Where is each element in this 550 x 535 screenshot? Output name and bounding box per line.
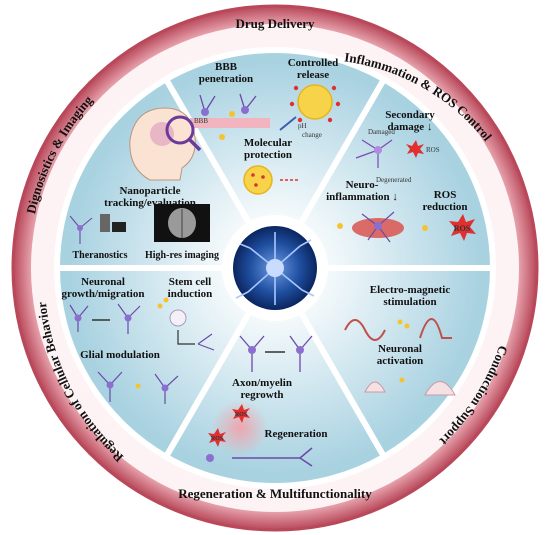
microglia-cell [374,222,382,230]
regen-ros-burst-1 [232,404,250,423]
bbb-tag: BBB [194,117,208,125]
bbb-label-2: penetration [199,73,253,85]
secondary-label-1: Secondary [385,109,435,121]
ph-label-2: change [302,131,322,139]
conduct-np-1 [397,319,403,325]
neuro-label-1: Neuro- [346,179,379,191]
stem-np-2 [163,297,169,303]
axon-label-1: Axon/myelin [232,377,292,389]
imaging-panel: Nanoparticle tracking/evaluation Therano… [69,107,219,261]
theranostics-cell [77,225,83,231]
inflammation-panel: Secondary damage ↓ Damaged ROS Degenerat… [326,109,476,243]
stem-label-2: induction [168,288,213,300]
theranostics-monitor [112,222,126,232]
ph-label-1: pH [298,122,307,130]
drug-delivery-panel: BBB penetration BBB Controlled release p… [190,57,341,195]
center-neuron-soma [266,259,284,277]
controlled-label-1: Controlled [288,57,339,69]
stem-np-1 [157,303,163,309]
molecular-label-2: protection [244,149,292,161]
glial-cell-2 [161,384,169,392]
theranostics-label: Theranostics [73,250,128,261]
regeneration-label: Regeneration [265,428,328,440]
controlled-release-particle [297,84,333,120]
ros-small-burst [406,140,424,158]
ros-small-label: ROS [426,146,440,154]
ros-burst-label: ROS [454,224,471,233]
ph-arrow [279,116,297,131]
migration-neurons-icon [69,303,141,334]
microglia-icon [361,211,395,243]
bbb-cell-1 [201,108,209,116]
regrowth-cell-2 [296,346,304,354]
activation-label-1: Neuronal [378,343,422,355]
bbb-label-1: BBB [215,61,238,73]
magnifier-icon [165,115,195,145]
induced-neuron-icon [197,333,215,351]
bbb-neurons-icon [199,93,257,113]
ring-label-drug-delivery: Drug Delivery [235,16,315,31]
highres-label: High-res imaging [145,250,219,261]
magnifier-handle [187,137,202,152]
growth-label-1: Neuronal [81,276,125,288]
electro-label-2: stimulation [383,296,436,308]
degenerated-label: Degenerated [376,176,412,184]
damaged-neuron-icon [355,139,393,168]
release-dots [289,85,341,123]
bbb-cell-2 [241,106,249,114]
stem-arrow [177,330,195,345]
cellular-panel: Neuronal growth/migration Stem cell indu… [62,276,215,404]
bbb-np-1 [229,111,235,117]
conduction-panel: Electro-magnetic stimulation Neuronal ac… [344,284,456,396]
neuro-label-2: inflammation ↓ [326,191,398,203]
ros-scavenger-np [422,225,428,231]
regen-ros-label-1: ROS [235,412,248,418]
brain-icon [150,122,174,146]
glial-cell-1 [106,381,114,389]
damaged-cell [374,146,382,154]
ros-label-2: reduction [422,201,467,213]
bbb-np-2 [219,134,225,140]
glial-np [135,383,141,389]
regen-ros-burst-2 [208,428,226,447]
regrowth-cell-1 [248,346,256,354]
secondary-label-2: damage ↓ [388,121,433,133]
damaged-label: Damaged [368,128,395,136]
regen-axon-icon [232,447,313,467]
regeneration-panel: Axon/myelin regrowth ROS ROS Regeneratio… [206,335,328,467]
glial-cells-icon [97,371,179,404]
bbb-barrier [190,118,270,128]
regrowth-neurons-icon [239,335,313,372]
migration-cell-1 [74,314,82,322]
molecular-dots [251,173,265,187]
ros-label-1: ROS [434,189,457,201]
regen-cell [206,454,214,462]
strong-signal-wave [419,318,452,339]
stem-label-1: Stem cell [169,276,211,288]
synapse-post [424,381,456,396]
regen-ros-label-2: ROS [211,436,224,442]
migration-cell-2 [124,314,132,322]
activation-np [399,377,405,383]
stem-cell [169,309,187,327]
np-label-1: Nanoparticle [119,185,180,197]
electro-label-1: Electro-magnetic [370,284,451,296]
center-neuron-icon [235,232,315,305]
controlled-label-2: release [297,69,329,81]
theranostics-device [100,214,110,232]
activation-label-2: activation [377,355,423,367]
synapse-pre [364,381,386,393]
molecular-particle [243,165,273,195]
conduct-np-2 [404,323,410,329]
ring-label-regeneration: Regeneration & Multifunctionality [178,486,372,501]
molecular-label-1: Molecular [244,137,292,149]
ros-burst [449,214,476,241]
glial-label: Glial modulation [80,349,160,361]
axon-label-2: regrowth [241,389,284,401]
weak-signal-wave [344,319,386,341]
growth-label-2: growth/migration [62,288,145,300]
anti-inflam-np [337,223,343,229]
